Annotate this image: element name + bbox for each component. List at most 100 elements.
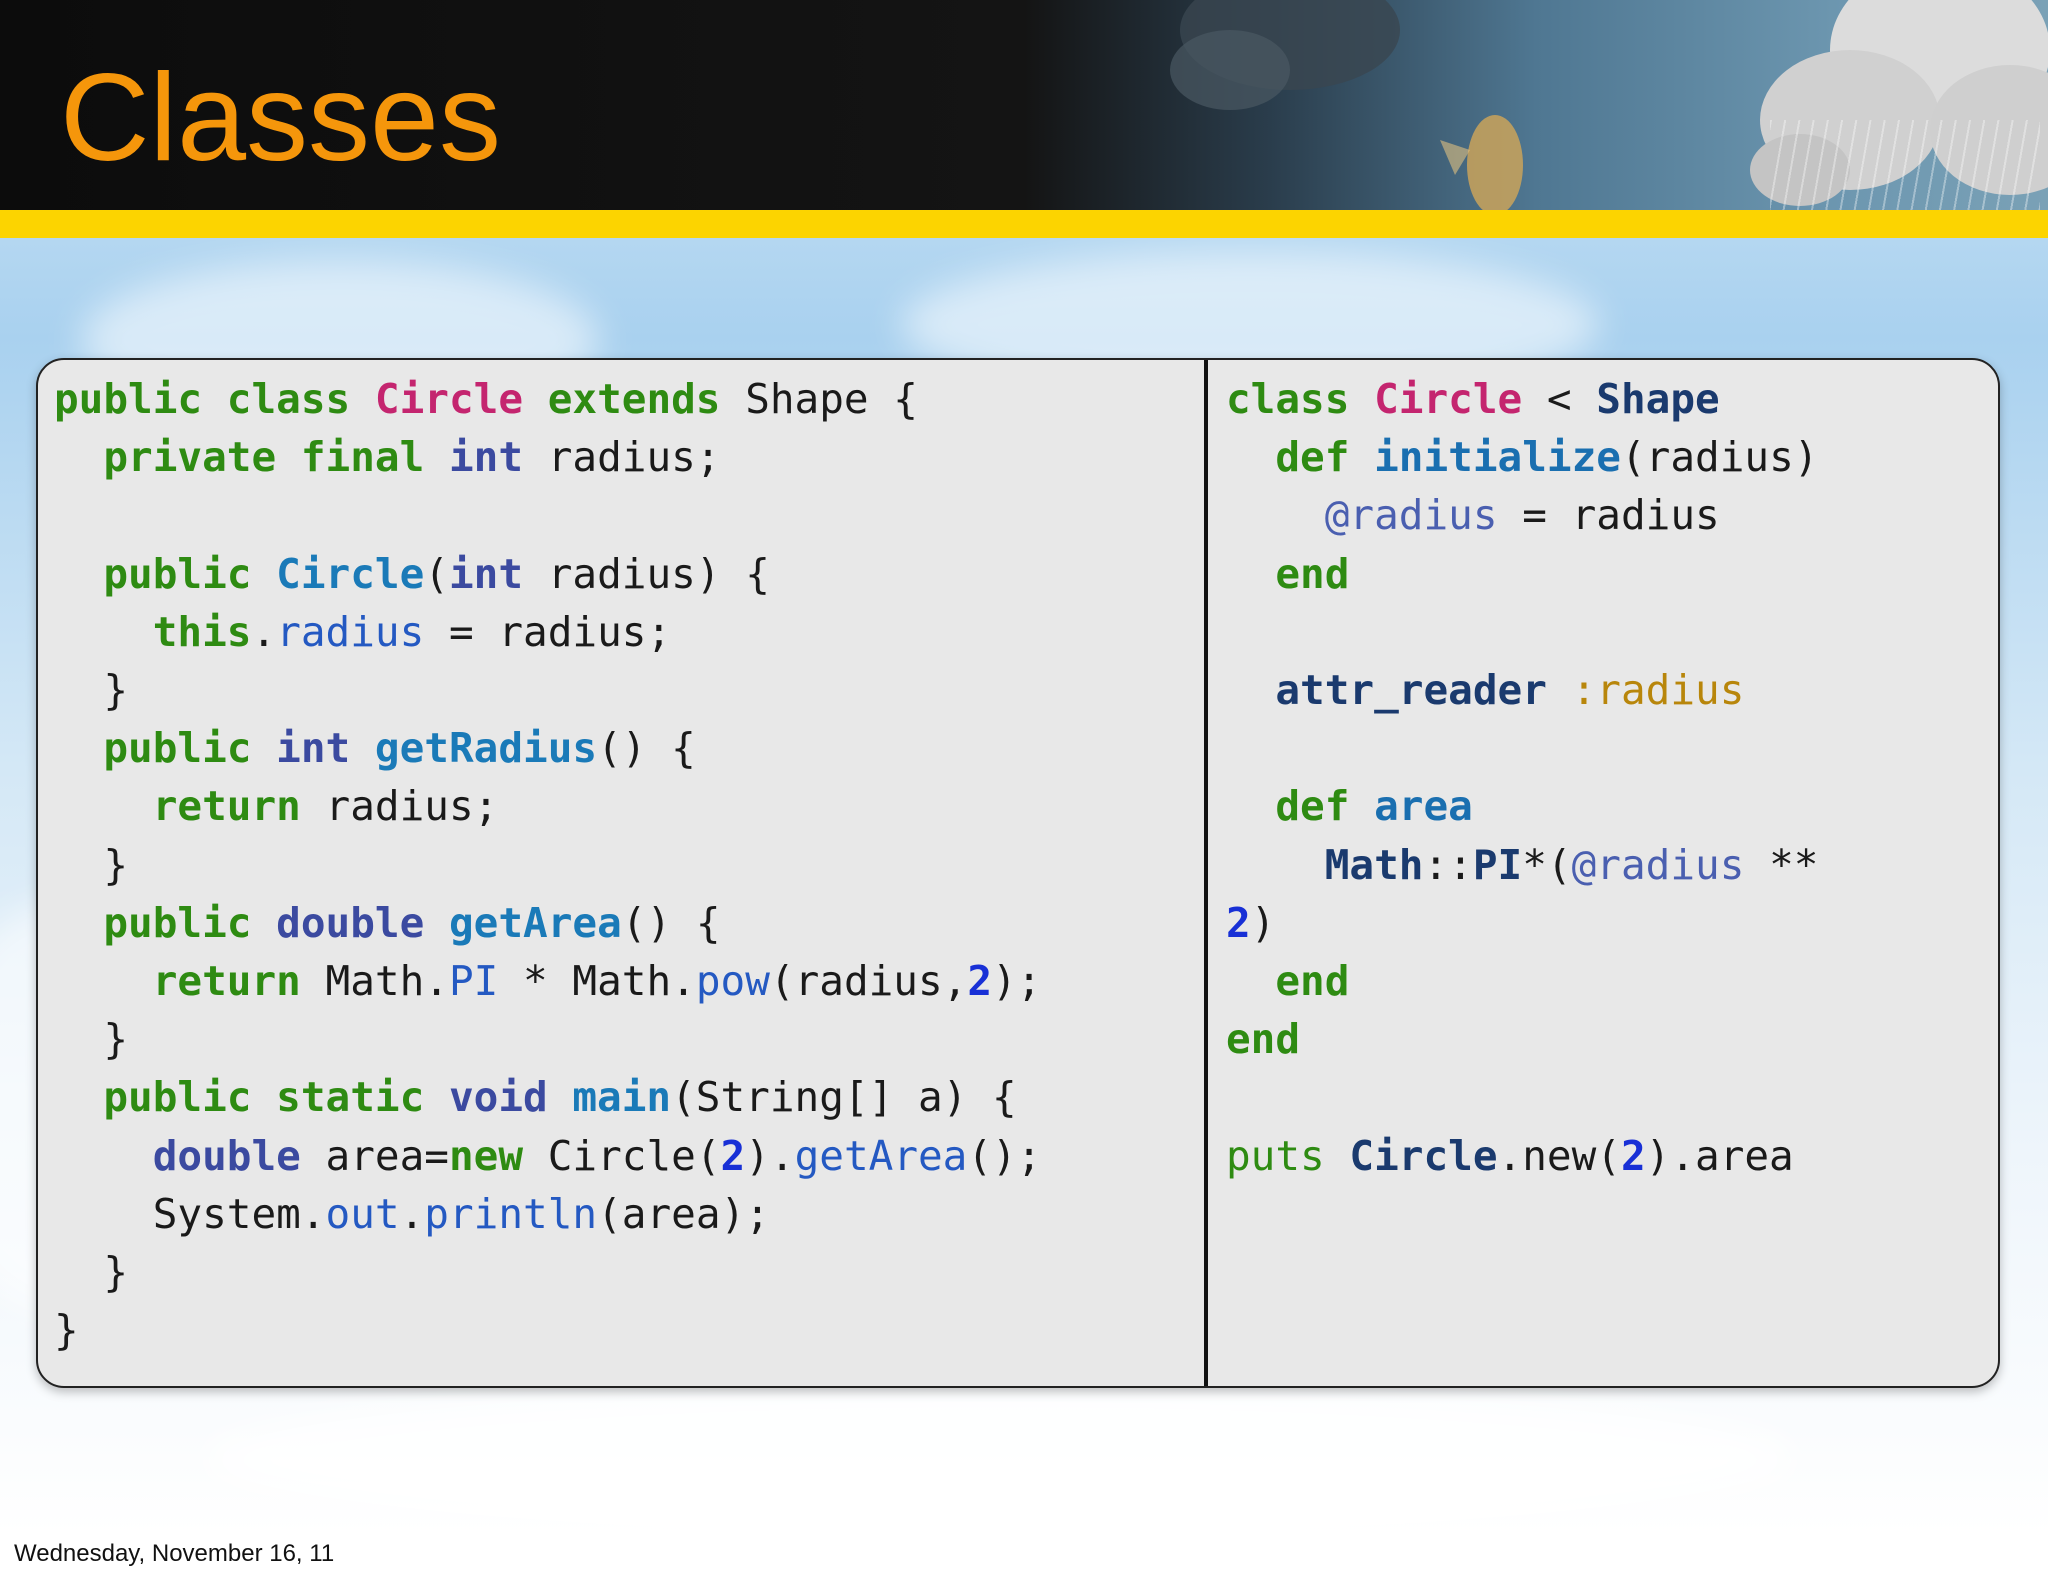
- code-token: Circle: [276, 549, 425, 598]
- code-token: :radius: [1571, 666, 1745, 715]
- code-line: end: [1226, 952, 1818, 1010]
- code-token: 2: [720, 1131, 746, 1180]
- code-line: public static void main(String[] a) {: [54, 1068, 1041, 1126]
- code-token: ): [1250, 898, 1276, 947]
- code-token: int: [448, 433, 548, 482]
- code-line: public double getArea() {: [54, 894, 1041, 952]
- code-token: end: [1275, 957, 1350, 1006]
- code-token: radius: [276, 607, 425, 656]
- code-line: [1226, 1068, 1818, 1126]
- code-line: end: [1226, 545, 1818, 603]
- code-token: .: [251, 607, 277, 656]
- code-token: Circle(: [547, 1131, 721, 1180]
- code-token: <: [1522, 375, 1597, 423]
- code-token: attr_reader: [1275, 666, 1572, 715]
- java-code-block: public class Circle extends Shape { priv…: [54, 370, 1041, 1359]
- code-token: );: [992, 957, 1042, 1006]
- code-token: [1226, 782, 1275, 830]
- code-token: (String[] a) {: [671, 1073, 1017, 1122]
- code-token: puts: [1226, 1131, 1350, 1180]
- code-line: }: [54, 1010, 1041, 1068]
- code-token: [54, 899, 103, 947]
- code-token: [54, 724, 103, 772]
- code-line: return radius;: [54, 777, 1041, 835]
- code-token: }: [54, 840, 129, 889]
- code-token: [54, 550, 103, 598]
- code-token: return: [152, 782, 326, 831]
- code-token: out: [325, 1189, 400, 1238]
- code-token: Shape {: [745, 375, 918, 423]
- code-line: class Circle < Shape: [1226, 370, 1818, 428]
- rain-decoration: [1770, 120, 2040, 210]
- code-token: }: [54, 1248, 129, 1297]
- code-token: [54, 1073, 103, 1121]
- code-token: Circle: [1374, 375, 1523, 423]
- code-token: 2: [1226, 898, 1251, 947]
- code-token: [1226, 841, 1325, 889]
- code-line: System.out.println(area);: [54, 1185, 1041, 1243]
- code-token: double: [276, 898, 449, 947]
- code-token: [54, 433, 103, 481]
- code-token: @radius: [1324, 491, 1498, 540]
- code-token: Circle: [1349, 1131, 1498, 1180]
- code-token: .new(: [1497, 1131, 1621, 1180]
- code-token: void: [448, 1073, 573, 1122]
- code-token: initialize: [1374, 433, 1621, 482]
- code-line: public int getRadius() {: [54, 719, 1041, 777]
- code-token: radius) {: [547, 549, 770, 598]
- code-token: Circle: [374, 375, 548, 423]
- code-line: public Circle(int radius) {: [54, 545, 1041, 603]
- code-comparison-panel: public class Circle extends Shape { priv…: [36, 358, 2000, 1388]
- code-line: this.radius = radius;: [54, 603, 1041, 661]
- code-line: puts Circle.new(2).area: [1226, 1127, 1818, 1185]
- code-token: () {: [597, 724, 696, 773]
- code-token: int: [448, 549, 548, 598]
- code-token: end: [1275, 549, 1350, 598]
- code-token: ();: [967, 1131, 1042, 1180]
- code-token: pow: [695, 957, 770, 1006]
- code-line: 2): [1226, 894, 1818, 952]
- code-token: (radius): [1620, 433, 1819, 482]
- code-token: @radius: [1571, 840, 1745, 889]
- code-token: = radius: [1497, 491, 1720, 540]
- code-token: public: [103, 549, 277, 598]
- title-bar: Classes: [0, 0, 2048, 210]
- code-token: = radius;: [424, 607, 672, 656]
- code-token: public: [103, 898, 277, 947]
- code-token: public class: [54, 375, 375, 423]
- code-token: this: [152, 607, 252, 656]
- code-token: ::: [1423, 840, 1473, 889]
- code-token: PI: [448, 957, 499, 1006]
- code-token: double: [152, 1131, 326, 1180]
- code-token: (radius,: [769, 957, 968, 1006]
- code-token: getArea: [794, 1131, 968, 1180]
- code-token: 2: [1620, 1131, 1646, 1180]
- code-token: }: [54, 1306, 79, 1355]
- footer-date: Wednesday, November 16, 11: [14, 1540, 335, 1567]
- code-token: area: [1374, 782, 1473, 831]
- code-token: (area);: [597, 1189, 770, 1238]
- code-line: return Math.PI * Math.pow(radius,2);: [54, 952, 1042, 1010]
- code-token: [1226, 957, 1275, 1005]
- code-token: Math.: [325, 957, 449, 1006]
- code-token: [1226, 666, 1275, 714]
- slide: Classes public class Circle extends Shap…: [0, 0, 2048, 1535]
- code-token: **: [1744, 840, 1819, 889]
- code-line: }: [54, 1301, 1041, 1359]
- code-token: end: [1226, 1015, 1301, 1064]
- code-token: PI: [1472, 840, 1523, 889]
- code-token: (: [424, 549, 449, 598]
- code-token: private final: [103, 433, 449, 482]
- code-token: *(: [1522, 840, 1572, 889]
- code-token: main: [572, 1073, 672, 1122]
- code-token: radius;: [547, 433, 721, 482]
- code-token: [54, 782, 153, 830]
- code-token: ).: [745, 1131, 795, 1180]
- storm-cloud-icon: [1170, 0, 2048, 210]
- accent-bar: [0, 210, 2048, 238]
- code-line: private final int radius;: [54, 428, 1041, 486]
- code-line: }: [54, 836, 1041, 894]
- code-token: [54, 608, 153, 656]
- code-token: () {: [621, 898, 721, 947]
- code-line: }: [54, 661, 1041, 719]
